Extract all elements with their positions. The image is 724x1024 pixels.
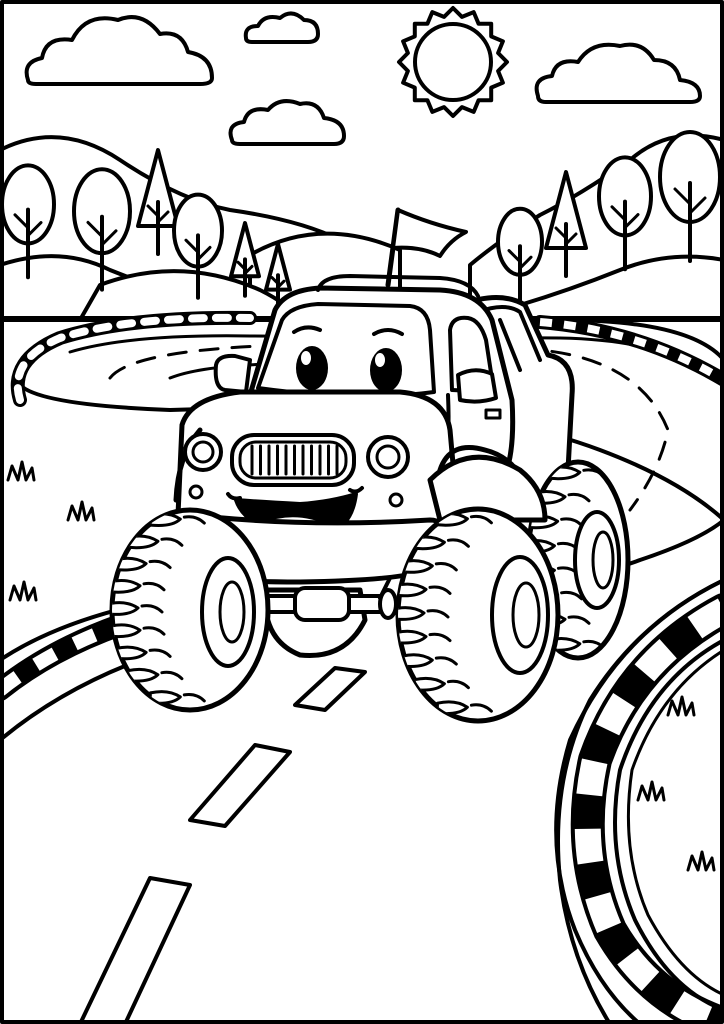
cloud-icon [24,15,214,86]
grille [230,433,356,487]
grass-tuft-icon [666,695,696,717]
tree-icon [136,148,180,256]
flag-icon [385,207,468,288]
cloud-icon [228,99,346,146]
grass-tuft-icon [686,850,716,872]
grass-tuft-icon [636,780,666,802]
tree-group [3,130,721,309]
grass-tuft-icon [6,460,36,482]
tree-icon [496,206,544,306]
grass-tuft-group [6,460,716,872]
headlight-icon [183,432,223,472]
headlight-icon [366,435,410,479]
truck-eyes [292,325,404,392]
tree-icon [544,170,588,278]
tire-front-right [395,506,561,724]
monster-truck-icon [109,207,631,724]
cloud-icon [243,11,320,44]
tire-front-left [109,507,271,713]
sun-icon [397,6,509,118]
tree-icon [72,167,132,292]
tree-icon [229,221,261,298]
tree-icon [172,192,224,300]
tree-icon [597,155,653,272]
tree-icon [3,163,56,280]
grass-tuft-icon [66,500,96,522]
grass-tuft-icon [8,580,38,602]
cloud-icon [534,42,702,104]
